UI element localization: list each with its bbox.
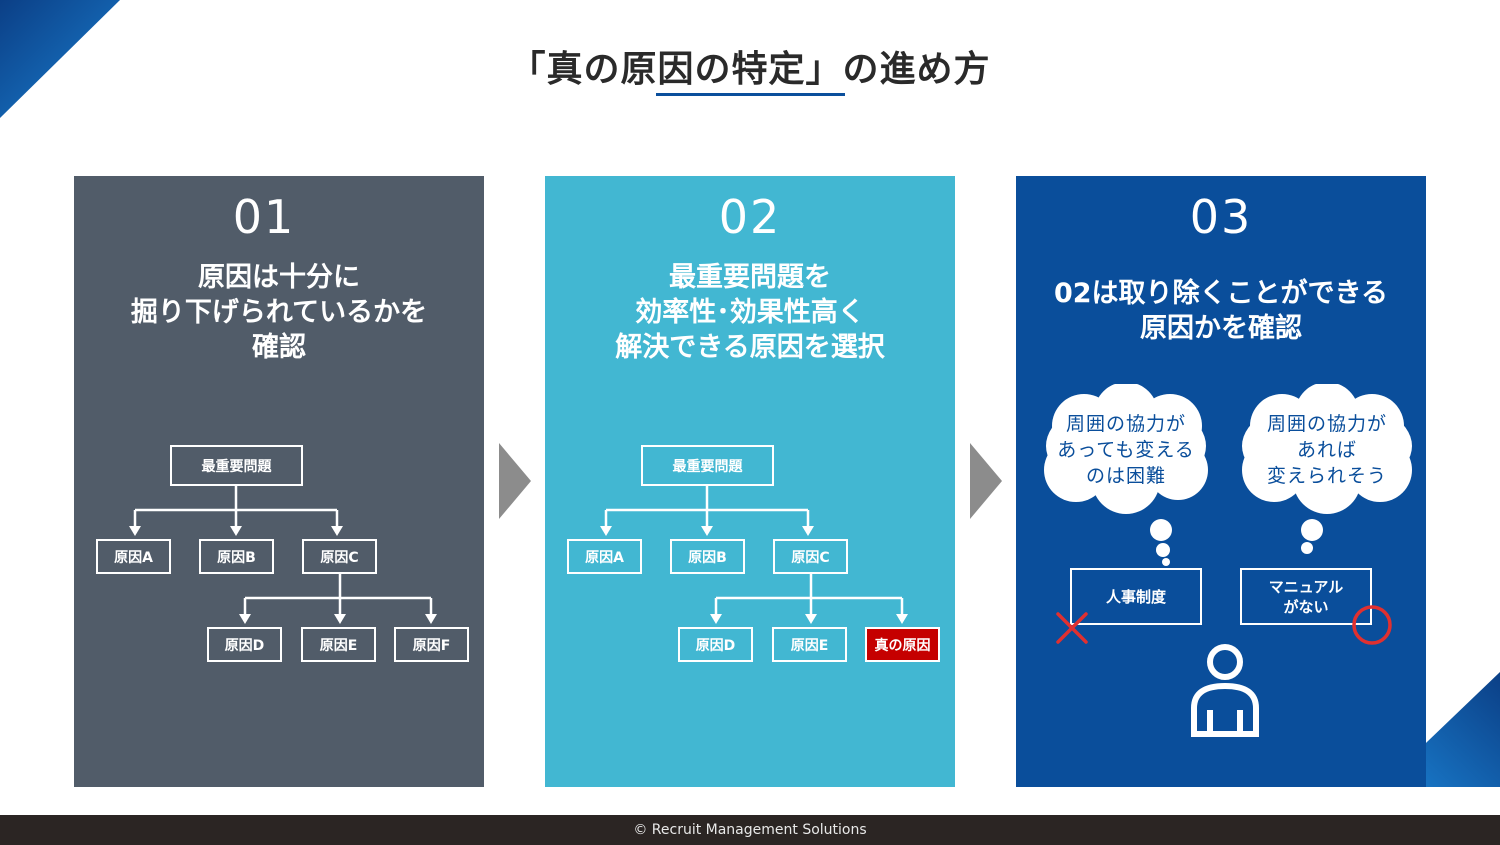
thought-cloud-icon (1044, 384, 1208, 566)
step-arrow-icon (499, 443, 531, 519)
tree-root-box: 最重要問題 (641, 445, 774, 486)
step-arrow-icon (970, 443, 1002, 519)
step-number: 02 (718, 190, 782, 244)
thought-cloud-icon (1242, 384, 1412, 554)
tree-cause-box: 原因A (567, 539, 642, 574)
tree-cause-box: 原因A (96, 539, 171, 574)
cross-mark-icon (1056, 612, 1088, 644)
cause-tree-lines (129, 486, 437, 624)
thought-text: 周囲の協力が あっても変える のは困難 (1057, 413, 1195, 487)
tree-cause-box: 原因E (301, 627, 376, 662)
tree-cause-box: 原因B (199, 539, 274, 574)
step-panel-3: 03 02は取り除くことができる 原因かを確認 周囲の協力が あっても変える の… (1016, 176, 1426, 787)
cause-tree-lines (600, 486, 908, 624)
thought-text: 周囲の協力が あれば 変えられそう (1266, 413, 1387, 487)
title-underline (656, 93, 845, 96)
slide-title: 「真の原因の特定」の進め方 (509, 49, 991, 90)
option-box: マニュアル がない (1240, 568, 1372, 625)
tree-cause-box: 原因D (207, 627, 282, 662)
tree-cause-box: 原因D (678, 627, 753, 662)
tree-cause-box: 原因B (670, 539, 745, 574)
step-heading: 原因は十分に 掘り下げられているかを 確認 (130, 262, 428, 363)
step-heading: 02は取り除くことができる 原因かを確認 (1053, 278, 1389, 344)
tree-cause-box: 原因E (772, 627, 847, 662)
true-cause-box: 真の原因 (865, 627, 940, 662)
tree-cause-box: 原因F (394, 627, 469, 662)
step-panel-1: 01 原因は十分に 掘り下げられているかを 確認 最重要問題 原因A 原因B 原… (74, 176, 484, 787)
step-heading: 最重要問題を 効率性･効果性高く 解決できる原因を選択 (615, 262, 885, 363)
circle-mark-icon (1352, 605, 1392, 645)
tree-cause-box: 原因C (302, 539, 377, 574)
step-number: 03 (1189, 190, 1253, 244)
step-panel-2: 02 最重要問題を 効率性･効果性高く 解決できる原因を選択 最重要問題 原因A… (545, 176, 955, 787)
person-icon (1191, 644, 1259, 737)
corner-decoration-top-left (0, 0, 120, 118)
option-box: 人事制度 (1070, 568, 1202, 625)
tree-root-box: 最重要問題 (170, 445, 303, 486)
step-number: 01 (232, 190, 296, 244)
footer-copyright: © Recruit Management Solutions (0, 815, 1500, 845)
tree-cause-box: 原因C (773, 539, 848, 574)
